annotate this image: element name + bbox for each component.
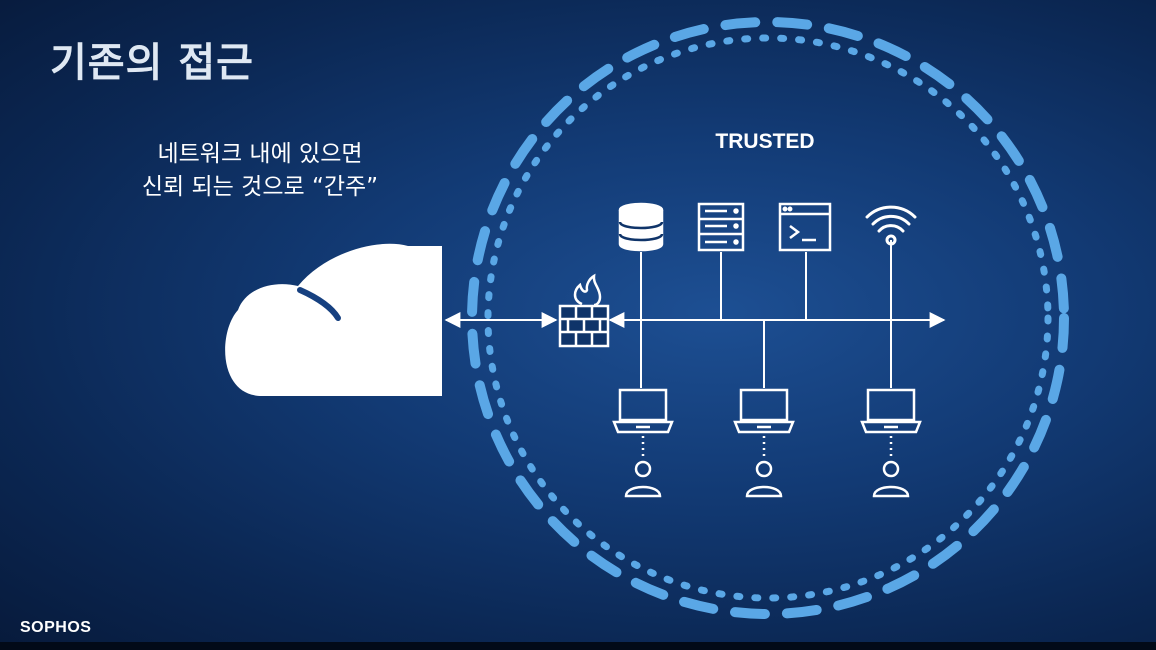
device-drops <box>640 240 892 388</box>
server-rack-icon <box>697 202 745 252</box>
firewall-icon <box>558 273 610 348</box>
wifi-antenna-icon <box>865 205 917 246</box>
sophos-logo: SOPHOS <box>20 619 92 636</box>
subtitle-line-1: 네트워크 내에 있으면 <box>157 141 363 167</box>
slide-title: 기존의 접근 <box>50 40 254 86</box>
laptop-icon <box>612 388 674 434</box>
terminal-window-icon <box>778 202 832 252</box>
subtitle-line-2: 신뢰 되는 것으로 “간주” <box>141 174 379 200</box>
cloud-icon <box>225 243 442 396</box>
trusted-label: TRUSTED <box>715 130 815 153</box>
database-icon <box>618 202 664 252</box>
slide-subtitle: 네트워크 내에 있으면 신뢰 되는 것으로 “간주” <box>90 138 430 204</box>
user-links <box>641 436 893 460</box>
laptop-icon <box>860 388 922 434</box>
bottom-bar <box>0 642 1156 650</box>
laptop-icon <box>733 388 795 434</box>
trusted-zone-outer-dashed-ring <box>467 17 1069 619</box>
user-icon <box>872 460 910 498</box>
user-icon <box>745 460 783 498</box>
user-icon <box>624 460 662 498</box>
